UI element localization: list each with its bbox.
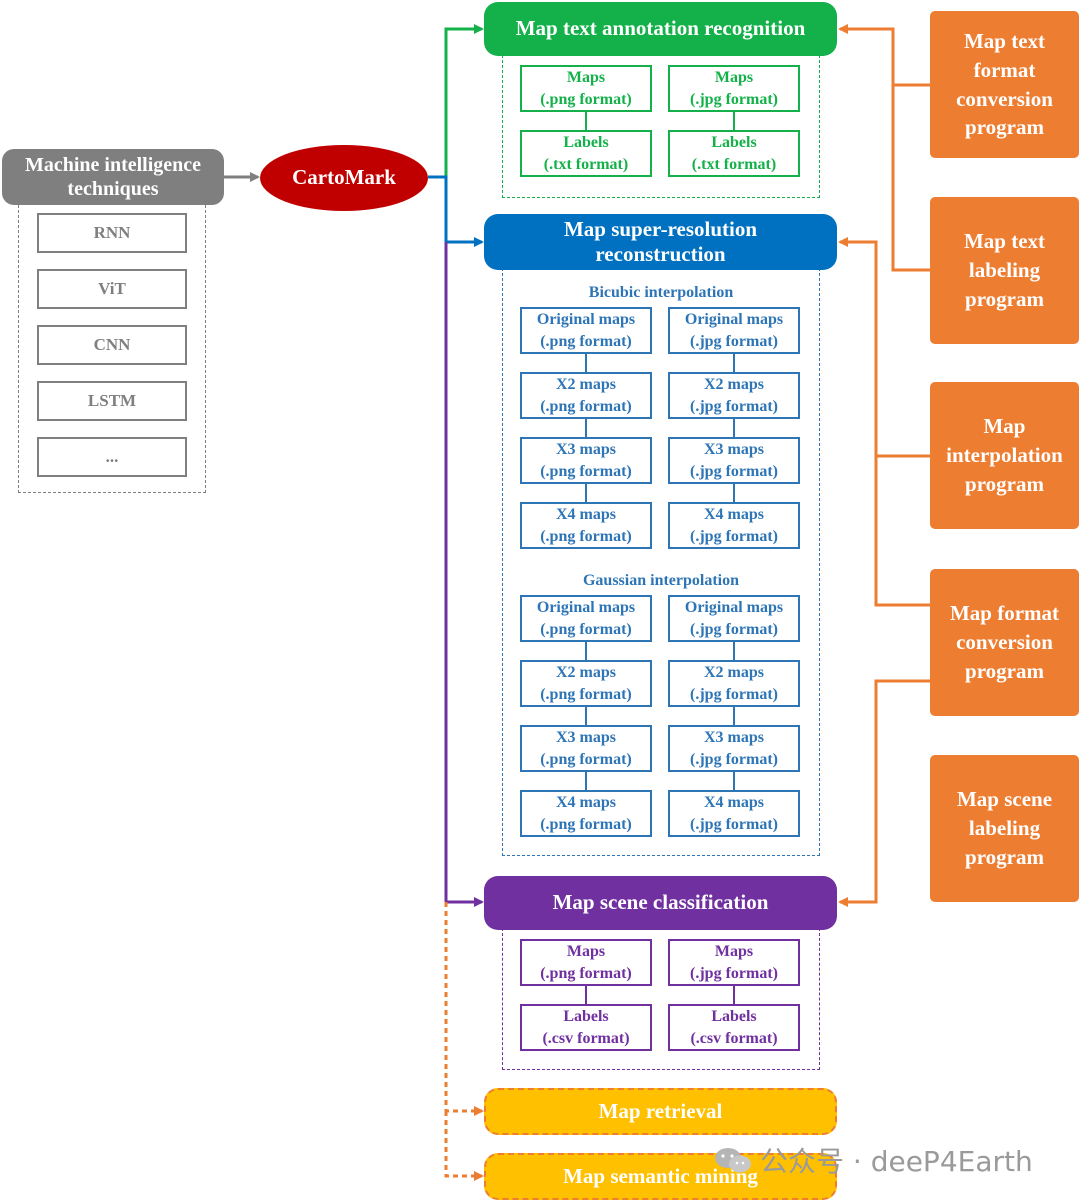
mi-item-vit: ViT (37, 269, 187, 309)
text-annotation-labels-txt-right: Labels (.txt format) (668, 130, 800, 177)
wechat-icon (712, 1145, 754, 1175)
bicubic-x2-png: X2 maps (.png format) (520, 372, 652, 419)
program-format-conversion: Map format conversion program (930, 569, 1079, 716)
scene-labels-csv-right: Labels (.csv format) (668, 1004, 800, 1051)
gaussian-x4-png: X4 maps (.png format) (520, 790, 652, 837)
program-scene-labeling: Map scene labeling program (930, 755, 1079, 902)
cartomark-to-retrieval-arrow (444, 902, 484, 1116)
gaussian-x2-jpg: X2 maps (.jpg format) (668, 660, 800, 707)
text-annotation-maps-png: Maps (.png format) (520, 65, 652, 112)
gaussian-original-jpg: Original maps (.jpg format) (668, 595, 800, 642)
mi-item-cnn: CNN (37, 325, 187, 365)
bicubic-x4-jpg: X4 maps (.jpg format) (668, 502, 800, 549)
watermark-text: 公众号 · deeP4Earth (760, 1145, 1033, 1178)
cartomark-to-semantic-mining-arrow (444, 1111, 484, 1181)
task-super-resolution-reconstruction: Map super-resolution reconstruction (484, 214, 837, 270)
text-labeling-program-arrow (891, 85, 930, 272)
bicubic-original-png: Original maps (.png format) (520, 307, 652, 354)
task-text-annotation-recognition: Map text annotation recognition (484, 2, 837, 56)
cartomark-to-super-resolution-arrow (428, 175, 484, 247)
cartomark-to-text-annotation-arrow (428, 24, 484, 179)
mi-item-more: ... (37, 437, 187, 477)
text-format-program-arrow (838, 24, 930, 87)
scene-maps-png: Maps (.png format) (520, 939, 652, 986)
bicubic-x3-jpg: X3 maps (.jpg format) (668, 437, 800, 484)
gaussian-x3-jpg: X3 maps (.jpg format) (668, 725, 800, 772)
gaussian-x2-png: X2 maps (.png format) (520, 660, 652, 707)
text-annotation-labels-txt-left: Labels (.txt format) (520, 130, 652, 177)
program-text-labeling: Map text labeling program (930, 197, 1079, 344)
text-annotation-maps-jpg: Maps (.jpg format) (668, 65, 800, 112)
task-map-semantic-mining: Map semantic mining (484, 1153, 837, 1200)
cartomark-to-scene-classification-arrow (444, 242, 484, 907)
gaussian-label: Gaussian interpolation (582, 572, 740, 589)
gaussian-x3-png: X3 maps (.png format) (520, 725, 652, 772)
watermark: 公众号 · deeP4Earth (712, 1140, 1033, 1180)
mi-item-rnn: RNN (37, 213, 187, 253)
bicubic-x2-jpg: X2 maps (.jpg format) (668, 372, 800, 419)
format-conversion-program-arrow (874, 456, 930, 607)
interpolation-program-arrow (838, 237, 930, 458)
gaussian-x4-jpg: X4 maps (.jpg format) (668, 790, 800, 837)
scene-maps-jpg: Maps (.jpg format) (668, 939, 800, 986)
mi-item-lstm: LSTM (37, 381, 187, 421)
scene-labels-csv-left: Labels (.csv format) (520, 1004, 652, 1051)
scene-labeling-program-arrow (838, 679, 930, 907)
cartomark-node: CartoMark (260, 145, 428, 211)
program-interpolation: Map interpolation program (930, 382, 1079, 529)
bicubic-x3-png: X3 maps (.png format) (520, 437, 652, 484)
bicubic-x4-png: X4 maps (.png format) (520, 502, 652, 549)
bicubic-label: Bicubic interpolation (588, 284, 734, 301)
task-map-retrieval: Map retrieval (484, 1088, 837, 1135)
program-text-format-conversion: Map text format conversion program (930, 11, 1079, 158)
mi-header: Machine intelligence techniques (2, 149, 224, 205)
bicubic-original-jpg: Original maps (.jpg format) (668, 307, 800, 354)
task-scene-classification: Map scene classification (484, 876, 837, 930)
gaussian-original-png: Original maps (.png format) (520, 595, 652, 642)
